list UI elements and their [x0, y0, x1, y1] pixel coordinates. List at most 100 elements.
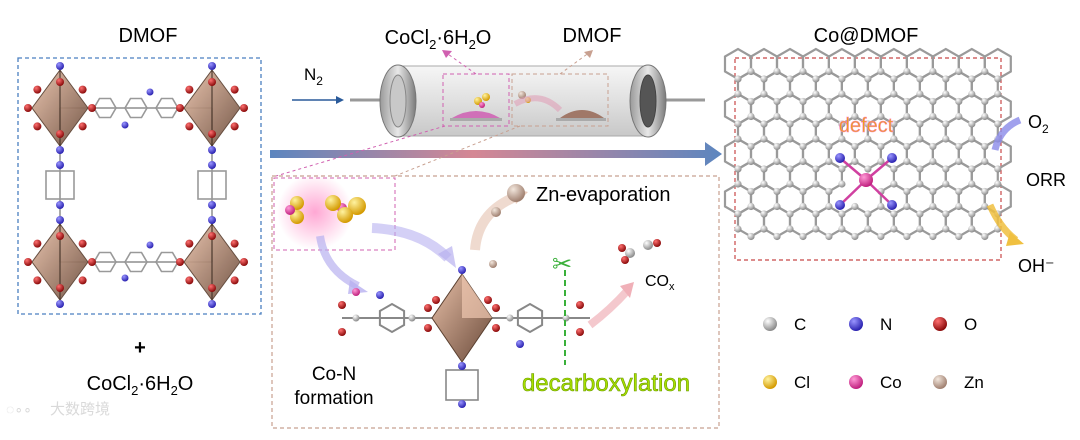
- legend-label: Co: [880, 373, 902, 392]
- arrow-co-to-node-head: [438, 246, 456, 268]
- c-atom: [851, 202, 859, 211]
- c-atom: [955, 232, 963, 241]
- n2-label: N2: [304, 65, 323, 88]
- c-atom: [760, 135, 768, 143]
- benzene-ring: [155, 251, 179, 273]
- c-atom: [812, 225, 820, 233]
- c-atom: [734, 225, 742, 233]
- zn-evaporation-label: Zn-evaporation: [536, 184, 671, 206]
- c-atom: [864, 165, 872, 173]
- watermark-text: 大数跨境: [50, 400, 110, 418]
- c-atom: [968, 135, 976, 143]
- o-atom: [78, 122, 87, 131]
- legend-atom-icon: [933, 375, 947, 389]
- c-atom: [734, 165, 742, 173]
- legend-label: Zn: [964, 373, 984, 392]
- c-atom: [877, 202, 885, 211]
- carbon-ring: [762, 205, 792, 238]
- o-atom: [176, 258, 184, 266]
- zn-atom-small-2: [489, 260, 497, 268]
- c-atom: [786, 210, 794, 218]
- c-atom: [864, 75, 872, 83]
- o-atom: [56, 130, 64, 138]
- c-atom: [929, 232, 937, 241]
- c-atom: [734, 210, 742, 218]
- c-atom: [734, 120, 742, 128]
- o-atom: [56, 78, 64, 86]
- co-atom: [859, 173, 873, 187]
- legend-label: Cl: [794, 373, 810, 392]
- main-process-arrow: [270, 142, 722, 166]
- cocl2-inset: [273, 177, 396, 251]
- c-atom: [968, 75, 976, 83]
- c-atom: [838, 210, 846, 218]
- scissors-icon: ✂: [552, 251, 572, 278]
- n-atom: [208, 62, 216, 70]
- o-atom: [576, 301, 584, 309]
- decarboxylation-label: decarboxylation: [522, 370, 690, 397]
- c-atom: [864, 90, 872, 98]
- o-atom: [484, 296, 492, 304]
- carbon-ring: [892, 205, 922, 238]
- furnace-cocl2-label: CoCl2·6H2O: [385, 27, 492, 52]
- o-atom: [424, 324, 432, 332]
- o-atom: [424, 304, 432, 312]
- c-atom: [825, 112, 833, 121]
- product-frame: [734, 57, 1002, 261]
- dmof-linker-fragment: [338, 266, 590, 408]
- n-atom: [56, 62, 64, 70]
- c-atom: [903, 187, 911, 196]
- n-atom: [208, 201, 216, 209]
- benzene-ring: [124, 251, 148, 273]
- carbon-ring: [736, 205, 766, 238]
- c-atom: [747, 97, 755, 106]
- arrow-co-to-node: [371, 223, 452, 262]
- c-atom: [734, 75, 742, 83]
- c-atom: [812, 135, 820, 143]
- c-atom: [955, 187, 963, 196]
- c-atom: [760, 210, 768, 218]
- n-atom: [56, 146, 64, 154]
- legend-atom-icon: [933, 317, 947, 331]
- n-atom: [458, 266, 466, 274]
- c-atom: [506, 314, 514, 322]
- c-atom: [903, 67, 911, 76]
- c-atom: [942, 90, 950, 98]
- c-atom: [968, 180, 976, 188]
- c-atom: [747, 67, 755, 76]
- legend-atom-icon: [763, 317, 777, 331]
- o-atom: [78, 85, 87, 94]
- c-atom: [760, 225, 768, 233]
- graphene-lattice: [723, 47, 1012, 241]
- c-atom: [903, 202, 911, 211]
- pointer-dmof: [559, 51, 591, 75]
- zoom-line-1: [275, 125, 446, 177]
- c-atom: [890, 120, 898, 128]
- c-atom: [825, 67, 833, 76]
- c-atom: [773, 112, 781, 121]
- c-atom: [981, 142, 989, 151]
- c-atom: [747, 142, 755, 151]
- tube-furnace: [350, 64, 705, 138]
- co-atom: [352, 288, 360, 296]
- c-atom: [408, 314, 416, 322]
- c-atom: [994, 75, 1002, 83]
- c-atom: [773, 232, 781, 241]
- o-atom: [78, 276, 87, 285]
- c-atom: [968, 225, 976, 233]
- furnace-dmof-label: DMOF: [563, 25, 622, 47]
- c-atom: [890, 75, 898, 83]
- dmof-title: DMOF: [119, 25, 178, 47]
- n-atom: [208, 216, 216, 224]
- c-atom: [799, 187, 807, 196]
- arrow-zn-evaporation: [470, 190, 522, 251]
- n2-arrow-head: [336, 96, 344, 104]
- n-atom: [516, 340, 524, 348]
- o-atom: [208, 130, 216, 138]
- c-atom: [890, 180, 898, 188]
- o-atom: [240, 258, 248, 266]
- c-atom: [786, 225, 794, 233]
- c-atom: [812, 165, 820, 173]
- o2-label: O2: [1028, 112, 1049, 136]
- c-atom: [773, 202, 781, 211]
